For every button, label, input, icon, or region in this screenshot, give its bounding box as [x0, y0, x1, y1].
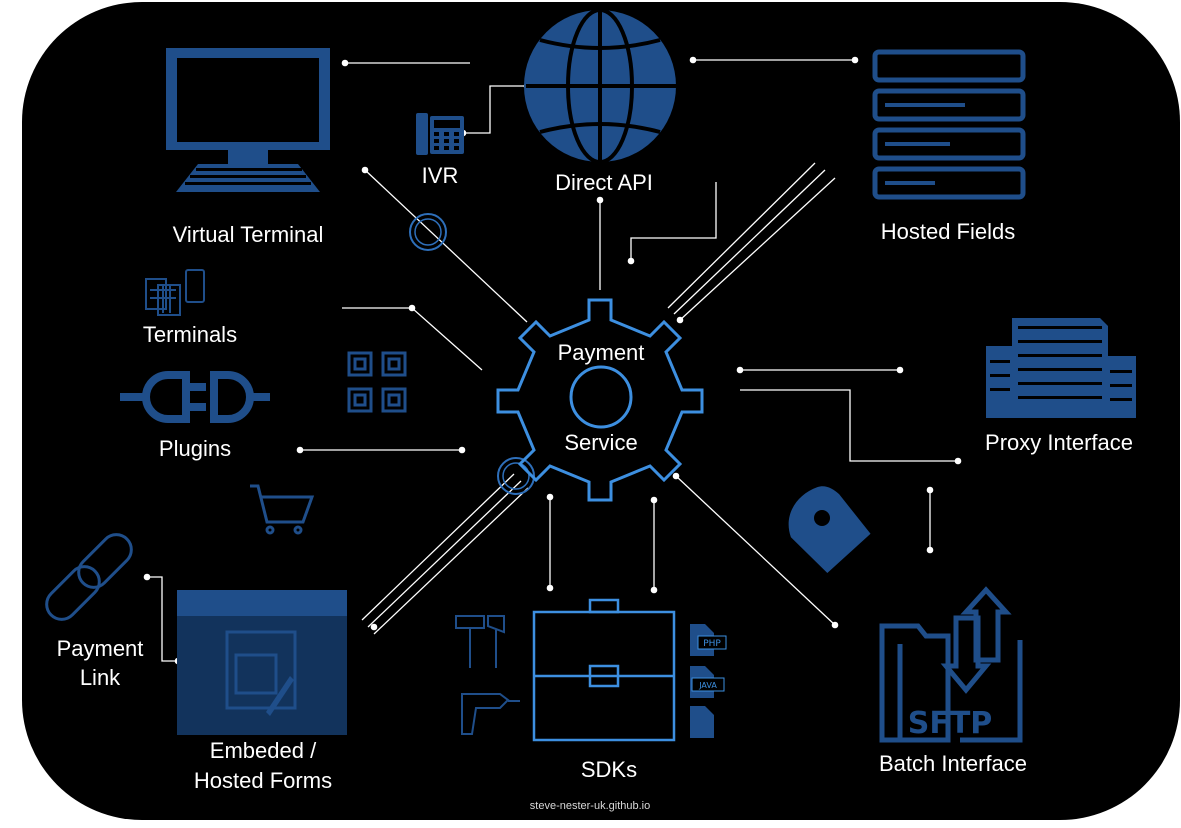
qr-code-icon [347, 351, 407, 413]
sdks-label: SDKs [580, 757, 638, 782]
sftp-badge: SFTP [908, 706, 993, 741]
payment-service-gear-icon [496, 298, 704, 502]
php-file-icon [690, 624, 727, 656]
ring-icon [409, 213, 447, 251]
terminals-label: Terminals [142, 322, 238, 347]
file-icon [690, 706, 714, 738]
payment-link-label-line1: Payment [56, 636, 144, 661]
hosted-fields-label: Hosted Fields [880, 219, 1016, 244]
payment-service-label-line1: Payment [557, 340, 645, 365]
plugins-label: Plugins [158, 436, 232, 461]
direct-api-label: Direct API [555, 170, 653, 195]
plug-connector-icon [120, 371, 270, 423]
location-tag-icon [788, 486, 871, 573]
embedded-forms-label-line1: Embeded / [209, 738, 317, 763]
batch-interface-label: Batch Interface [879, 751, 1027, 776]
java-file-icon [690, 666, 725, 698]
computer-monitor-icon [166, 48, 330, 192]
java-badge: JAVA [698, 681, 717, 690]
office-building-icon [986, 310, 1136, 418]
terminals-icon [145, 269, 205, 316]
chain-link-icon [45, 533, 133, 621]
embedded-forms-label-line2: Hosted Forms [193, 768, 333, 793]
ivr-label: IVR [421, 163, 459, 188]
php-badge: PHP [703, 639, 721, 649]
connectors [147, 59, 958, 662]
embedded-forms-label: Embeded / Hosted Forms [194, 738, 332, 794]
virtual-terminal-label: Virtual Terminal [172, 222, 324, 247]
sftp-folder-icon [879, 586, 1023, 743]
payment-link-label-line2: Link [79, 665, 121, 690]
payment-service-label-line2: Service [564, 430, 638, 455]
payment-link-label: Payment Link [57, 636, 144, 691]
tools-icon [455, 615, 520, 735]
browser-form-window-icon [177, 590, 347, 735]
footer-url[interactable]: steve-nester-uk.github.io [529, 800, 651, 812]
desk-phone-icon [416, 113, 464, 155]
server-stack-icon [872, 49, 1026, 200]
briefcase-icon [532, 598, 676, 742]
globe-icon [524, 8, 676, 164]
proxy-interface-label: Proxy Interface [985, 430, 1133, 455]
shopping-cart-icon [250, 484, 315, 535]
